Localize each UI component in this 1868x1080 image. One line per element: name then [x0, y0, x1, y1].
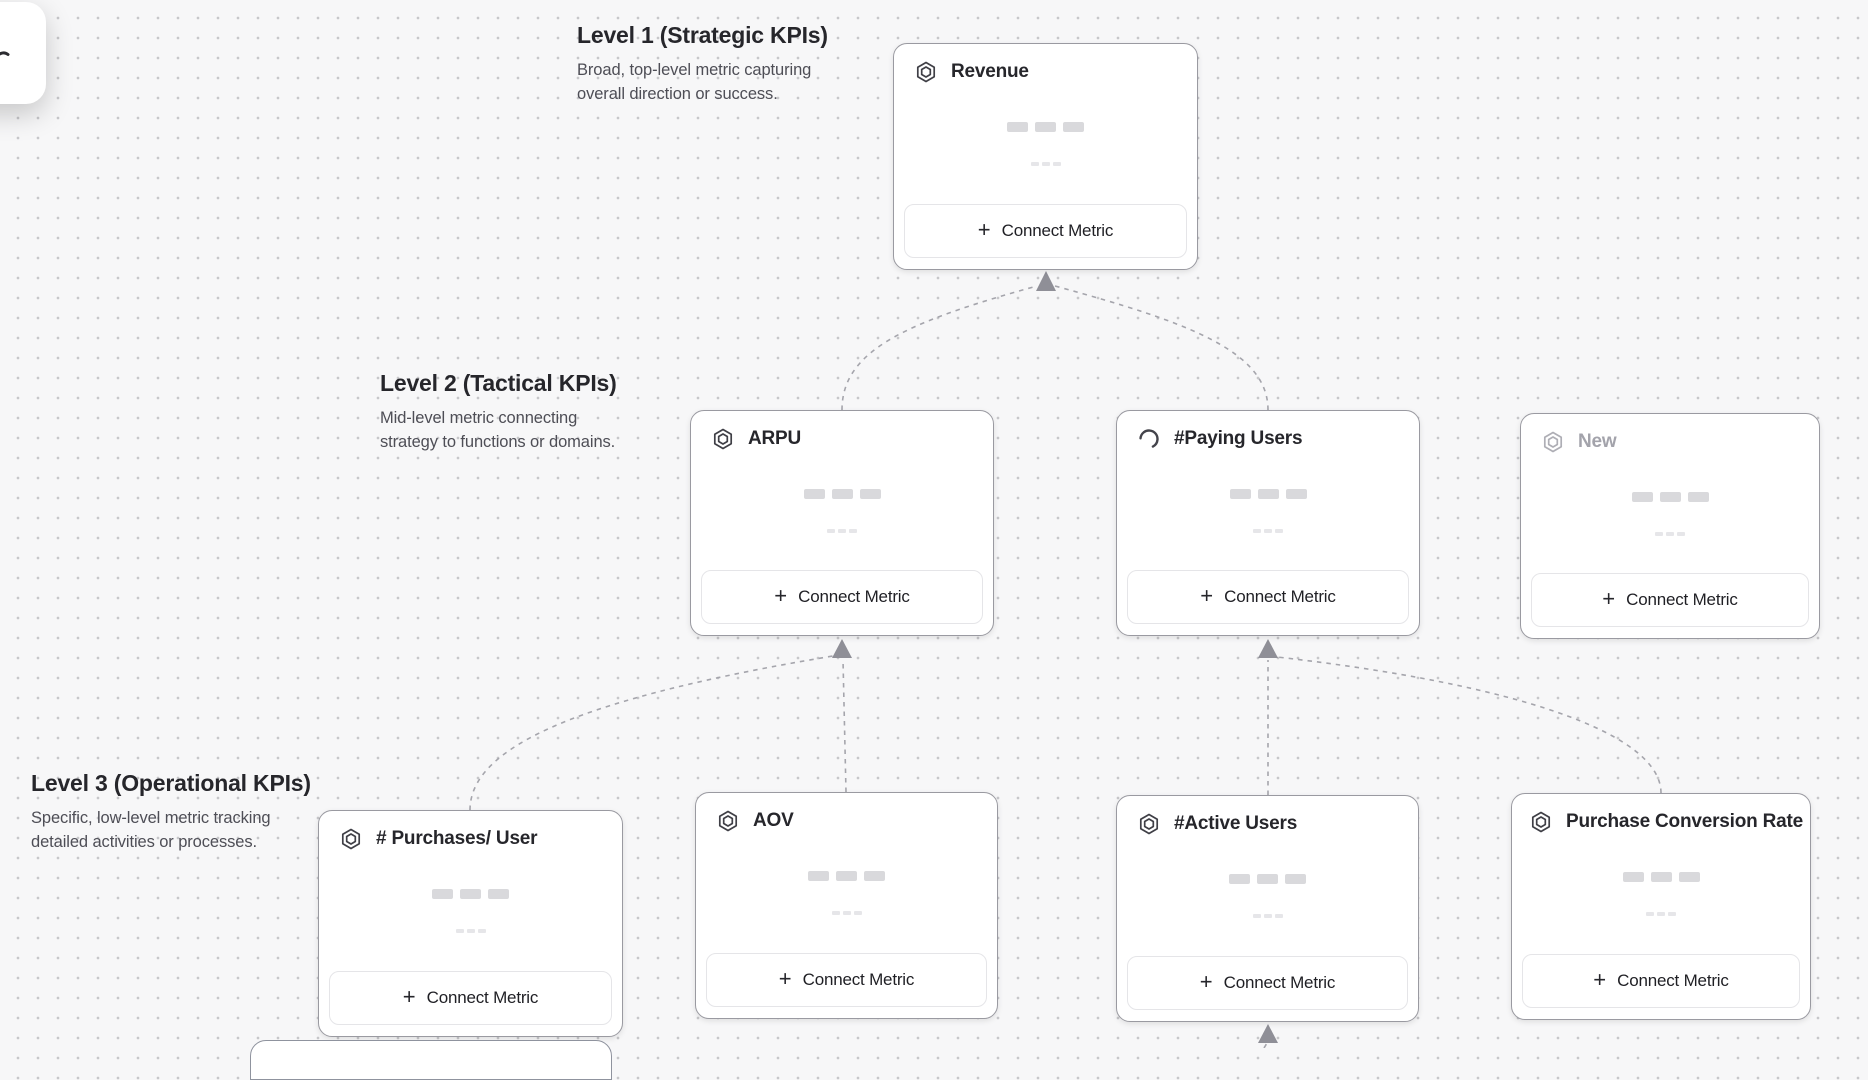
chart-skeleton-bars — [894, 122, 1197, 132]
metric-node-aov[interactable]: AOV + Connect Metric — [695, 792, 998, 1019]
chart-skeleton-bars — [319, 889, 622, 899]
connect-metric-button[interactable]: + Connect Metric — [1522, 954, 1800, 1008]
chart-skeleton-bars — [1117, 489, 1419, 499]
metric-node-partial-bottom[interactable] — [250, 1040, 612, 1080]
metric-node-arpu[interactable]: ARPU + Connect Metric — [690, 410, 994, 636]
plus-icon: + — [1199, 969, 1213, 994]
metric-node-revenue[interactable]: Revenue + Connect Metric — [893, 43, 1198, 270]
connect-metric-button[interactable]: + Connect Metric — [1127, 570, 1409, 624]
connect-metric-label: Connect Metric — [798, 587, 910, 606]
metric-node-new[interactable]: New + Connect Metric — [1520, 413, 1820, 639]
metric-node-header: #Paying Users — [1137, 427, 1403, 451]
metric-node-purchase-conversion-rate[interactable]: Purchase Conversion Rate + Connect Metri… — [1511, 793, 1811, 1020]
arrowhead-into-revenue — [1036, 271, 1056, 291]
edge-arpu-revenue — [841, 285, 1038, 411]
metric-node-title: AOV — [753, 810, 794, 831]
chart-skeleton-axis — [894, 162, 1197, 166]
plus-icon: + — [402, 984, 416, 1009]
chart-skeleton-axis — [696, 911, 997, 915]
connect-metric-label: Connect Metric — [1626, 590, 1738, 609]
metric-node-paying-users[interactable]: #Paying Users + Connect Metric — [1116, 410, 1420, 636]
cursor-tool-icon — [0, 51, 10, 56]
metric-node-header: ARPU — [711, 427, 977, 451]
connect-metric-label: Connect Metric — [1001, 221, 1114, 240]
level-3-label: Level 3 (Operational KPIs) Specific, low… — [31, 770, 311, 855]
metric-node-header: Purchase Conversion Rate — [1529, 810, 1803, 834]
metric-hexagon-icon — [916, 61, 936, 83]
metric-node-title: Purchase Conversion Rate — [1566, 811, 1804, 832]
connect-metric-button[interactable]: + Connect Metric — [329, 971, 612, 1025]
level-2-label: Level 2 (Tactical KPIs) Mid-level metric… — [380, 370, 632, 455]
chart-skeleton-axis — [1521, 532, 1819, 536]
chart-skeleton-bars — [696, 871, 997, 881]
arrowhead-into-active-users — [1258, 1024, 1278, 1043]
level-1-description: Broad, top-level metric capturing overal… — [577, 61, 812, 103]
metric-node-title: Revenue — [951, 61, 1029, 82]
chart-skeleton-axis — [1117, 914, 1418, 918]
metric-node-header: AOV — [716, 809, 981, 833]
metric-node-title: ARPU — [748, 428, 802, 449]
metric-hexagon-icon — [1531, 811, 1551, 833]
connect-metric-button[interactable]: + Connect Metric — [706, 953, 987, 1007]
edge-aov-arpu — [842, 659, 847, 793]
level-3-description: Specific, low-level metric tracking deta… — [31, 809, 271, 851]
metric-hexagon-icon — [1543, 431, 1563, 453]
metric-hexagon-icon — [1139, 813, 1159, 835]
plus-icon: + — [977, 217, 991, 242]
chart-skeleton-bars — [1521, 492, 1819, 502]
arrowhead-into-paying-users — [1258, 639, 1278, 658]
plus-icon: + — [1593, 967, 1607, 992]
metric-node-header: Revenue — [914, 60, 1181, 84]
metric-node-header: New — [1541, 430, 1803, 454]
level-1-label: Level 1 (Strategic KPIs) Broad, top-leve… — [577, 22, 839, 107]
chart-skeleton-bars — [1512, 872, 1810, 882]
metric-hexagon-icon — [713, 428, 733, 450]
level-3-title: Level 3 (Operational KPIs) — [31, 770, 311, 796]
level-2-title: Level 2 (Tactical KPIs) — [380, 370, 617, 396]
chart-skeleton-bars — [1117, 874, 1418, 884]
metric-node-active-users[interactable]: #Active Users + Connect Metric — [1116, 795, 1419, 1022]
metric-hexagon-icon — [718, 810, 738, 832]
connect-metric-label: Connect Metric — [802, 970, 915, 989]
connect-metric-label: Connect Metric — [1223, 973, 1336, 992]
connect-metric-label: Connect Metric — [1617, 971, 1729, 990]
plus-icon: + — [774, 583, 788, 608]
connect-metric-button[interactable]: + Connect Metric — [1531, 573, 1809, 627]
chart-skeleton-bars — [691, 489, 993, 499]
floating-toolbar[interactable] — [0, 2, 46, 104]
metric-node-title: New — [1578, 431, 1617, 452]
metric-node-title: #Paying Users — [1174, 428, 1303, 449]
connect-metric-button[interactable]: + Connect Metric — [701, 570, 983, 624]
chart-skeleton-axis — [1117, 529, 1419, 533]
plus-icon: + — [1602, 586, 1616, 611]
arrowhead-into-arpu — [832, 639, 852, 658]
connect-metric-label: Connect Metric — [426, 988, 539, 1007]
loading-spinner-icon — [1139, 429, 1159, 449]
metric-node-title: # Purchases/ User — [376, 828, 538, 849]
edge-pcr-paying-users — [1276, 656, 1662, 794]
chart-skeleton-axis — [319, 929, 622, 933]
connect-metric-button[interactable]: + Connect Metric — [1127, 956, 1408, 1010]
metric-node-title: #Active Users — [1174, 813, 1298, 834]
level-1-title: Level 1 (Strategic KPIs) — [577, 22, 828, 48]
metric-node-header: #Active Users — [1137, 812, 1402, 836]
metric-hexagon-icon — [341, 828, 361, 850]
level-2-description: Mid-level metric connecting strategy to … — [380, 409, 616, 451]
metric-node-purchases-per-user[interactable]: # Purchases/ User + Connect Metric — [318, 810, 623, 1037]
chart-skeleton-axis — [1512, 912, 1810, 916]
metric-node-header: # Purchases/ User — [339, 827, 606, 851]
edge-purchases-arpu — [469, 655, 834, 811]
plus-icon: + — [1200, 583, 1214, 608]
connect-metric-label: Connect Metric — [1224, 587, 1336, 606]
plus-icon: + — [778, 966, 792, 991]
connect-metric-button[interactable]: + Connect Metric — [904, 204, 1187, 258]
edge-paying-users-revenue — [1054, 285, 1269, 411]
chart-skeleton-axis — [691, 529, 993, 533]
edge-offscreen-active-users — [1263, 1028, 1270, 1048]
